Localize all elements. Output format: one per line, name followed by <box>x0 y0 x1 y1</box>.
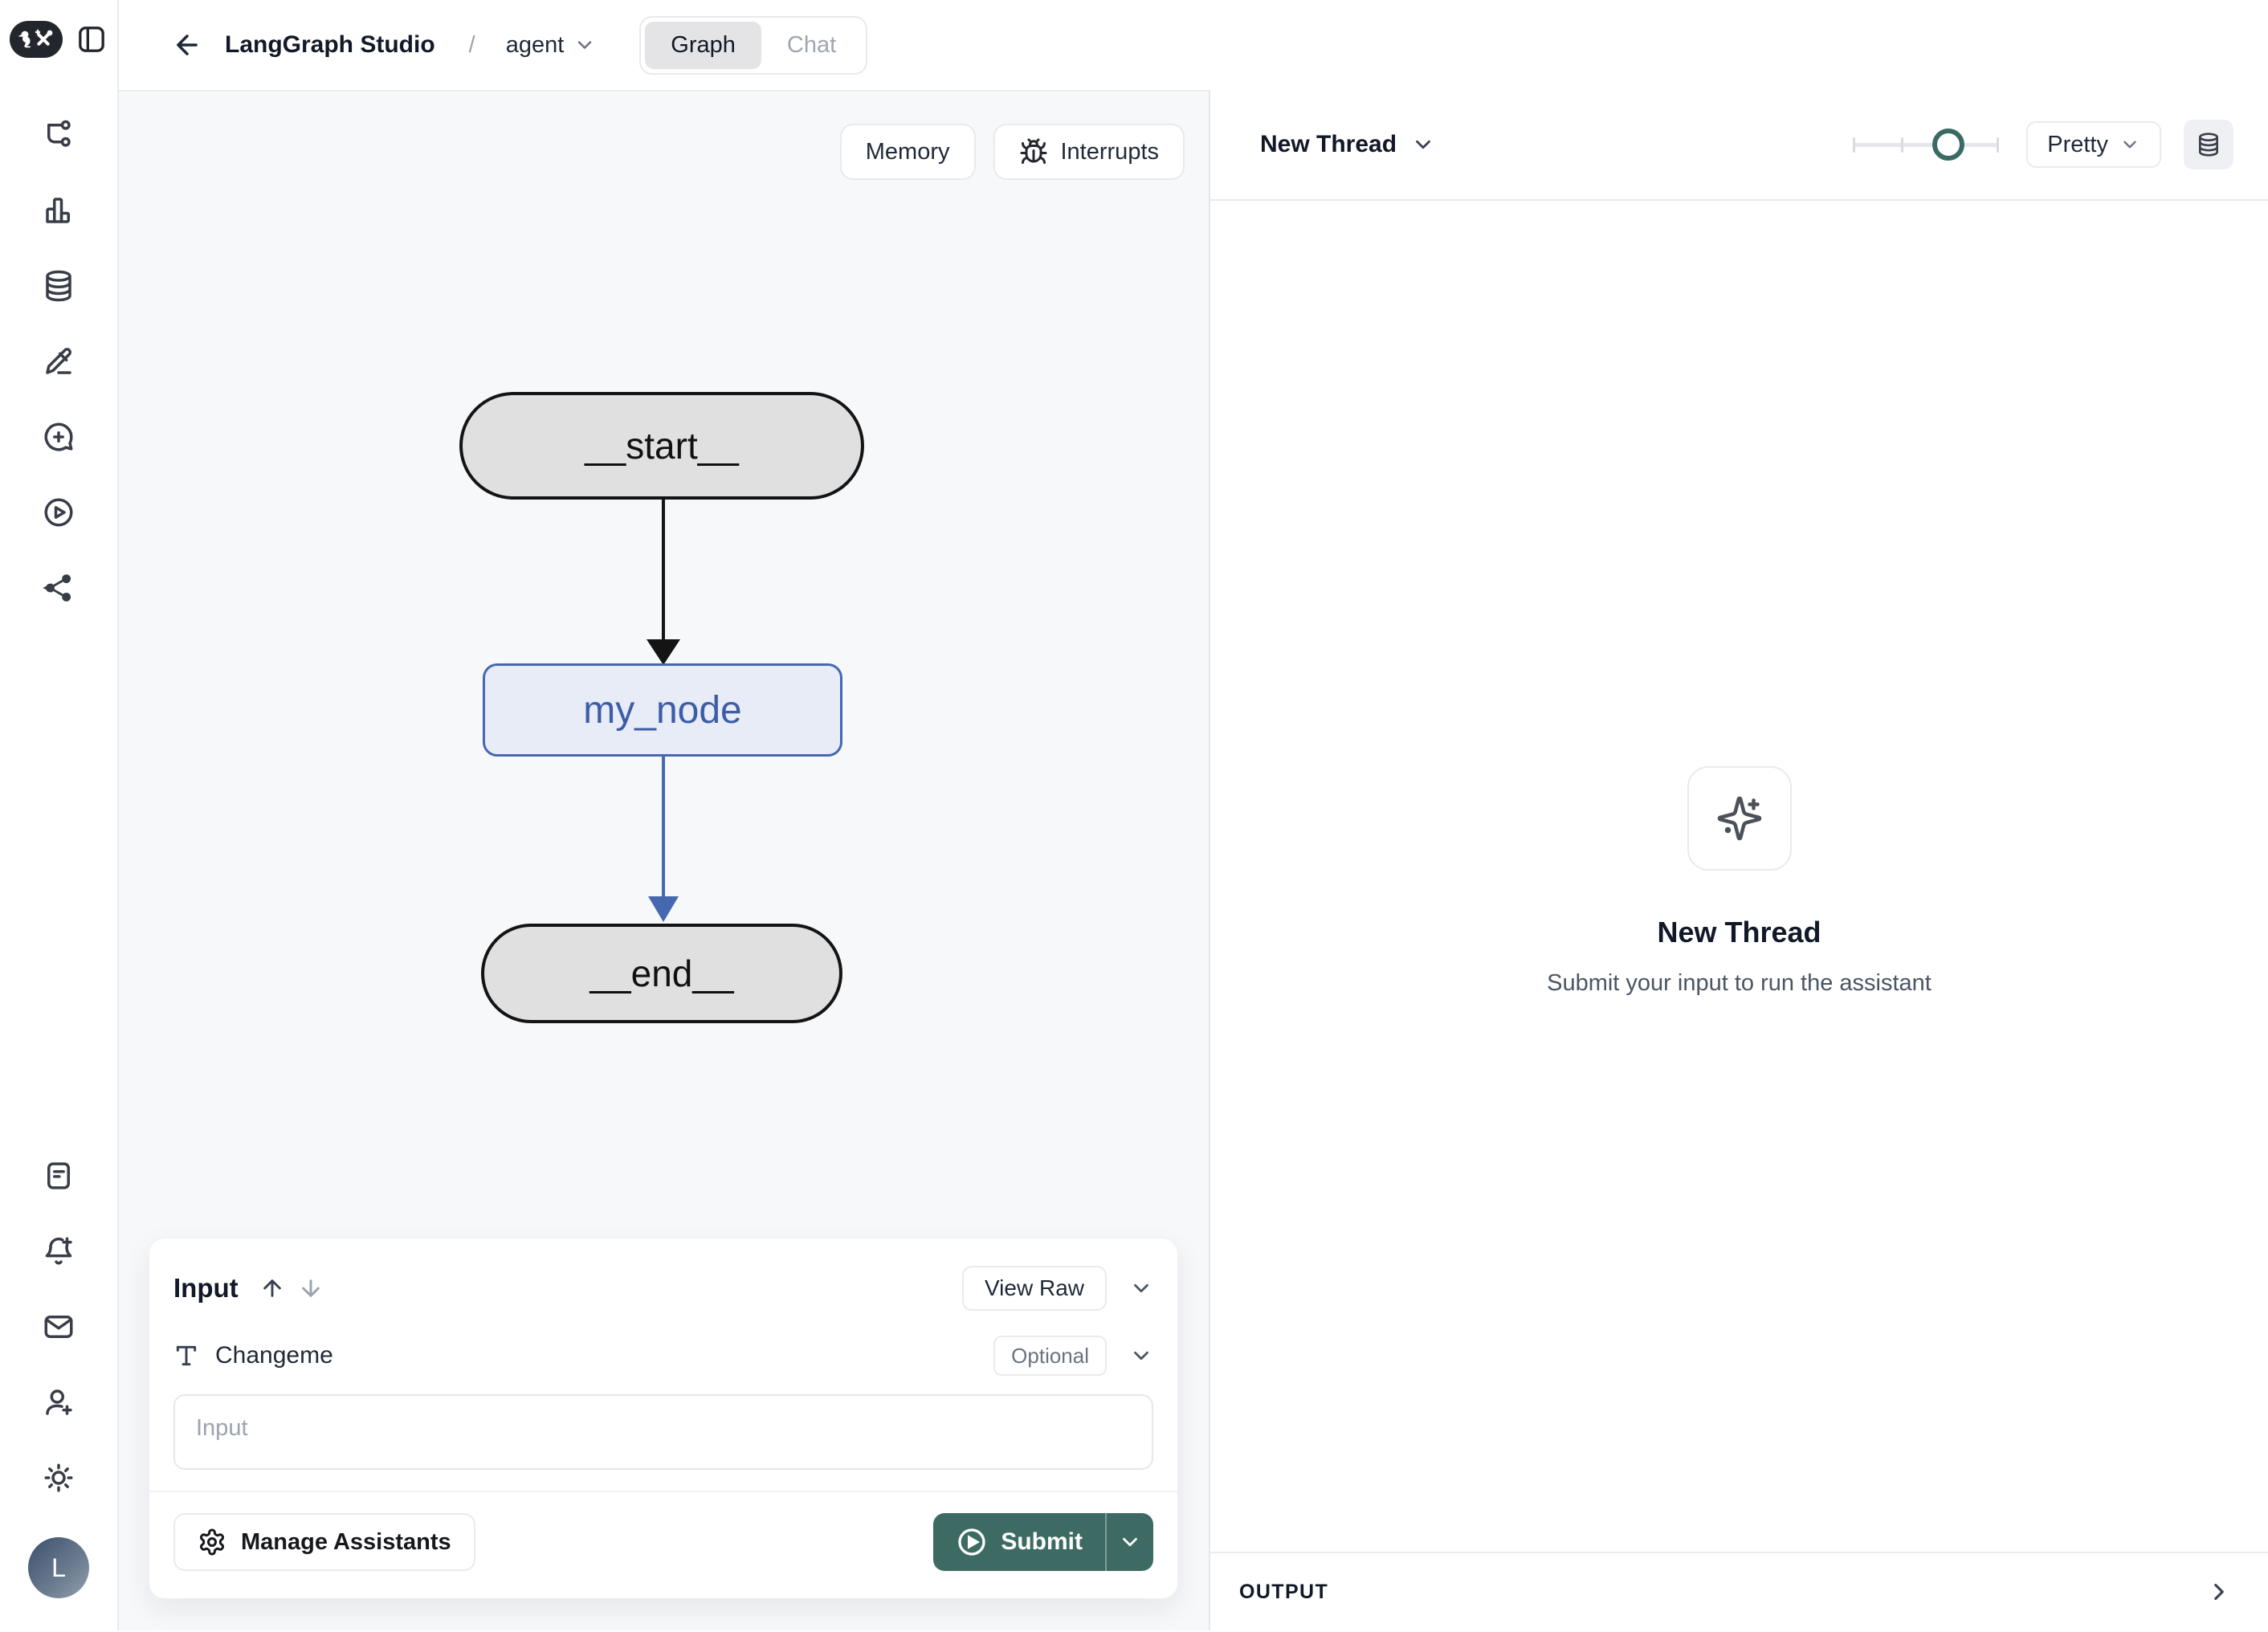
output-section[interactable]: OUTPUT <box>1210 1552 2268 1630</box>
slider-track <box>1853 143 2000 147</box>
collapse-input-chevron-icon[interactable] <box>1129 1276 1153 1300</box>
detail-level-slider[interactable] <box>1853 127 2000 162</box>
slider-knob[interactable] <box>1931 129 1964 161</box>
node-my-node[interactable]: my_node <box>483 663 842 757</box>
node-my-node-label: my_node <box>583 688 742 732</box>
sidebar-toggle-icon[interactable] <box>75 23 108 55</box>
changeme-field-row: Changeme Optional <box>173 1335 1153 1377</box>
arrow-down-icon[interactable] <box>298 1275 324 1301</box>
bug-icon <box>1020 138 1046 164</box>
document-icon[interactable] <box>39 1157 78 1195</box>
slider-tick <box>1997 137 2000 153</box>
sparkles-icon <box>1717 796 1761 841</box>
optional-badge: Optional <box>993 1336 1107 1376</box>
view-raw-label: View Raw <box>985 1275 1084 1300</box>
logo-row <box>10 21 108 58</box>
chevron-down-icon <box>578 41 592 49</box>
node-start[interactable]: __start__ <box>459 392 864 500</box>
main-column: LangGraph Studio / agent Graph Chat Memo… <box>119 0 2268 1630</box>
input-panel: Input View Raw <box>149 1238 1178 1599</box>
submit-label: Submit <box>1001 1528 1083 1555</box>
arrow-up-icon[interactable] <box>259 1275 285 1301</box>
tab-graph[interactable]: Graph <box>645 21 761 69</box>
memory-label: Memory <box>865 138 950 165</box>
mail-icon[interactable] <box>39 1308 78 1346</box>
slider-tick <box>1901 137 1904 153</box>
chevron-down-icon <box>1416 140 1430 149</box>
chevron-down-icon <box>1123 1537 1137 1547</box>
collapse-field-chevron-icon[interactable] <box>1129 1344 1153 1368</box>
top-header: LangGraph Studio / agent Graph Chat <box>119 0 2268 90</box>
breadcrumb-separator: / <box>468 31 475 58</box>
view-mode-tabs: Graph Chat <box>639 15 868 75</box>
sidebar-nav-top <box>39 116 78 607</box>
thread-selector[interactable]: New Thread <box>1260 131 1435 158</box>
user-avatar[interactable]: L <box>28 1537 89 1598</box>
sun-icon[interactable] <box>39 1459 78 1497</box>
empty-state-title: New Thread <box>1657 916 1821 949</box>
avatar-initial: L <box>51 1552 66 1582</box>
left-sidebar: L <box>0 0 119 1630</box>
field-label: Changeme <box>215 1342 333 1369</box>
gear-icon <box>200 1528 224 1556</box>
canvas-toolbar: Memory Interrupts <box>839 124 1185 180</box>
flow-graph-icon[interactable] <box>39 116 78 154</box>
thread-selector-label: New Thread <box>1260 131 1397 157</box>
graph-canvas[interactable]: Memory Interrupts <box>119 90 1209 1630</box>
page-title: LangGraph Studio <box>225 31 435 58</box>
graph-selector[interactable]: agent <box>506 32 597 59</box>
chevron-right-icon[interactable] <box>2205 1578 2233 1605</box>
database-icon <box>2199 133 2218 157</box>
empty-state-subtitle: Submit your input to run the assistant <box>1547 970 1931 996</box>
node-end[interactable]: __end__ <box>481 924 842 1023</box>
state-database-button[interactable] <box>2184 120 2233 169</box>
pencil-icon[interactable] <box>39 342 78 381</box>
optional-label: Optional <box>1011 1343 1089 1368</box>
render-format-select[interactable]: Pretty <box>2026 121 2161 168</box>
tab-chat[interactable]: Chat <box>786 31 837 58</box>
manage-assistants-label: Manage Assistants <box>241 1528 451 1555</box>
arrow-left-icon <box>177 35 198 55</box>
submit-split-button: Submit <box>933 1513 1153 1571</box>
submit-options-button[interactable] <box>1107 1513 1153 1571</box>
database-icon[interactable] <box>39 267 78 305</box>
thread-panel: New Thread Pretty <box>1209 90 2268 1630</box>
text-type-icon <box>176 1345 197 1366</box>
input-panel-header: Input View Raw <box>173 1263 1153 1314</box>
output-label: OUTPUT <box>1239 1580 1329 1603</box>
view-raw-button[interactable]: View Raw <box>962 1266 1107 1311</box>
langchain-logo[interactable] <box>10 21 63 58</box>
play-circle-icon <box>958 1528 985 1556</box>
sidebar-nav-bottom <box>39 1157 78 1497</box>
share-nodes-icon[interactable] <box>39 569 78 607</box>
chevron-down-icon <box>2123 141 2136 149</box>
slider-tick <box>1853 137 1856 153</box>
node-end-label: __end__ <box>589 953 734 994</box>
input-panel-footer: Manage Assistants Submit <box>173 1513 1153 1571</box>
node-start-label: __start__ <box>585 425 739 467</box>
new-thread-empty-state: New Thread Submit your input to run the … <box>1450 766 2029 997</box>
memory-button[interactable]: Memory <box>839 124 976 180</box>
input-title: Input <box>173 1273 239 1303</box>
submit-button[interactable]: Submit <box>933 1513 1105 1571</box>
render-format-label: Pretty <box>2047 131 2108 157</box>
chat-plus-icon[interactable] <box>39 418 78 456</box>
langchain-bird-tools-icon <box>18 29 53 48</box>
sparkles-icon-box <box>1687 766 1792 871</box>
interrupts-button[interactable]: Interrupts <box>993 124 1185 180</box>
bar-chart-icon[interactable] <box>39 191 78 230</box>
manage-assistants-button[interactable]: Manage Assistants <box>173 1513 475 1571</box>
divider <box>1105 1513 1107 1571</box>
body-row: Memory Interrupts <box>119 90 2268 1630</box>
bell-plus-icon[interactable] <box>39 1232 78 1271</box>
back-button[interactable] <box>172 30 202 60</box>
interrupts-label: Interrupts <box>1060 138 1160 165</box>
thread-panel-body: New Thread Submit your input to run the … <box>1210 201 2268 1552</box>
graph-name: agent <box>505 31 565 58</box>
thread-panel-header: New Thread Pretty <box>1210 90 2268 201</box>
play-circle-icon[interactable] <box>39 493 78 532</box>
user-plus-icon[interactable] <box>39 1383 78 1422</box>
divider <box>149 1491 1177 1492</box>
input-textarea[interactable] <box>173 1394 1153 1470</box>
